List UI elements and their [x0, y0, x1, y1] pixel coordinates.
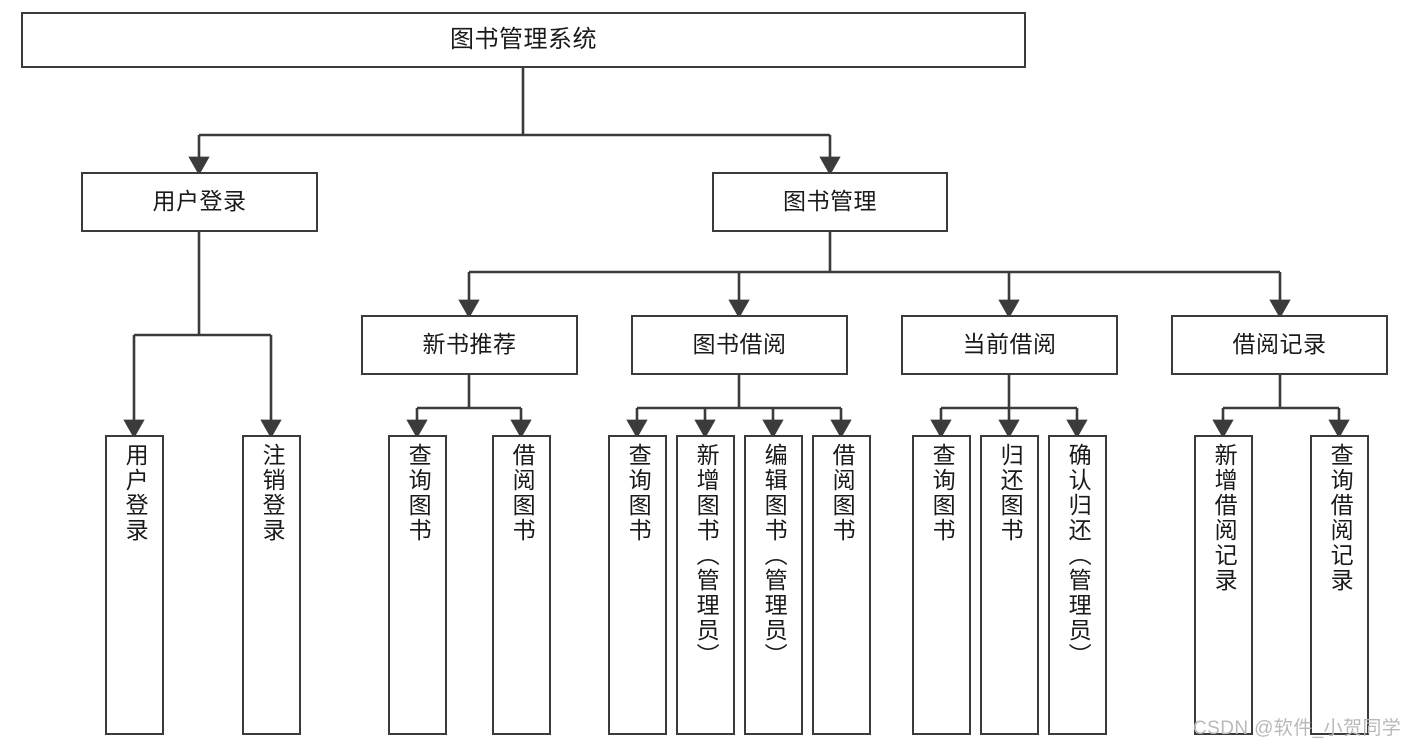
node-leaf-borrow-book-recommend[interactable]: 借阅图书 — [492, 435, 551, 735]
node-label: 编辑图书（管理员） — [761, 443, 788, 668]
node-label: 查询图书 — [929, 443, 956, 543]
node-book-borrow[interactable]: 图书借阅 — [631, 315, 848, 375]
node-borrow-records[interactable]: 借阅记录 — [1171, 315, 1388, 375]
node-label: 借阅图书 — [829, 443, 856, 543]
node-leaf-confirm-return-admin[interactable]: 确认归还（管理员） — [1048, 435, 1107, 735]
node-label: 归还图书 — [997, 443, 1024, 543]
node-leaf-edit-book-admin[interactable]: 编辑图书（管理员） — [744, 435, 803, 735]
node-leaf-query-borrow-record[interactable]: 查询借阅记录 — [1310, 435, 1369, 735]
node-label: 借阅图书 — [509, 443, 536, 543]
node-label: 查询借阅记录 — [1327, 443, 1354, 593]
node-label: 注销登录 — [259, 443, 286, 543]
csdn-watermark: CSDN @软件_小贺同学 — [1193, 718, 1402, 739]
node-book-management[interactable]: 图书管理 — [712, 172, 948, 232]
node-label: 查询图书 — [625, 443, 652, 543]
node-label: 图书管理 — [783, 188, 877, 215]
node-label: 新书推荐 — [422, 331, 517, 358]
node-new-book-recommend[interactable]: 新书推荐 — [361, 315, 578, 375]
node-label: 借阅记录 — [1232, 331, 1327, 358]
node-label: 新增借阅记录 — [1211, 443, 1238, 593]
node-label: 图书借阅 — [692, 331, 787, 358]
node-leaf-add-borrow-record[interactable]: 新增借阅记录 — [1194, 435, 1253, 735]
node-label: 当前借阅 — [962, 331, 1057, 358]
node-leaf-borrow-book[interactable]: 借阅图书 — [812, 435, 871, 735]
node-leaf-query-book-borrow[interactable]: 查询图书 — [608, 435, 667, 735]
node-label: 确认归还（管理员） — [1065, 443, 1092, 668]
node-leaf-return-book[interactable]: 归还图书 — [980, 435, 1039, 735]
node-label: 图书管理系统 — [450, 25, 597, 53]
node-user-login[interactable]: 用户登录 — [81, 172, 318, 232]
node-leaf-add-book-admin[interactable]: 新增图书（管理员） — [676, 435, 735, 735]
node-label: 用户登录 — [122, 443, 149, 543]
node-leaf-query-book-current[interactable]: 查询图书 — [912, 435, 971, 735]
node-current-borrow[interactable]: 当前借阅 — [901, 315, 1118, 375]
node-label: 用户登录 — [152, 188, 247, 215]
node-label: 新增图书（管理员） — [693, 443, 720, 668]
node-leaf-logout[interactable]: 注销登录 — [242, 435, 301, 735]
node-leaf-user-login[interactable]: 用户登录 — [105, 435, 164, 735]
node-root-library-system[interactable]: 图书管理系统 — [21, 12, 1026, 68]
node-leaf-query-book-recommend[interactable]: 查询图书 — [388, 435, 447, 735]
node-label: 查询图书 — [405, 443, 432, 543]
